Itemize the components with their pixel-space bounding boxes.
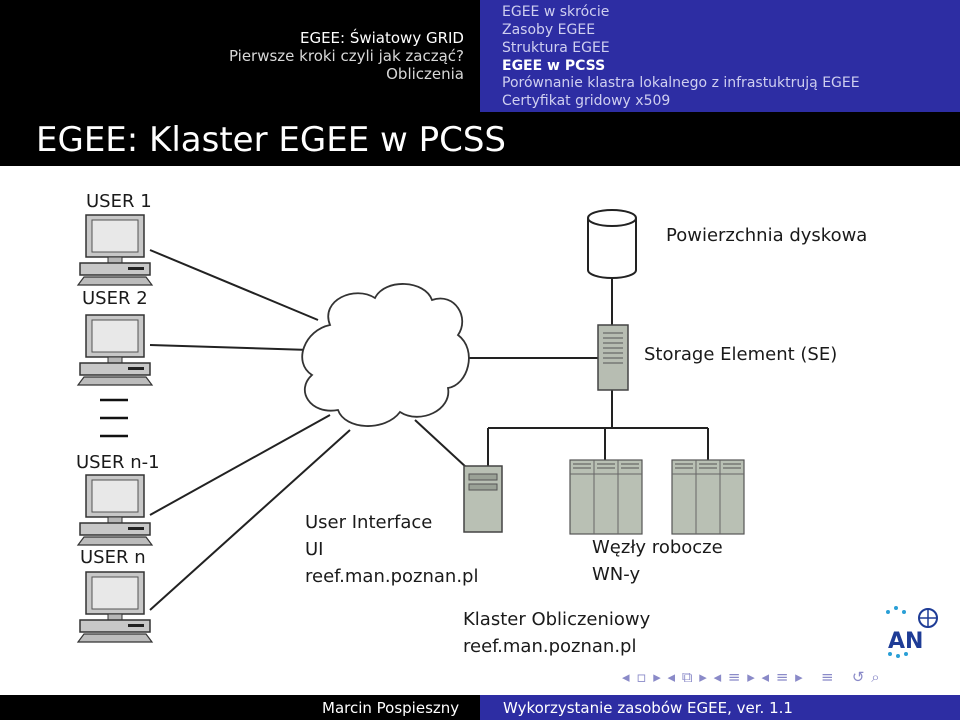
header-sections-panel: EGEE: Światowy GRID Pierwsze kroki czyli… (0, 0, 480, 112)
beamer-navigation-controls[interactable]: ◂ ▫ ▸ ◂ ⧉ ▸ ◂ ≡ ▸ ◂ ≡ ▸ ≡ ↺ ⌕ (622, 668, 881, 686)
nav-subsection-5[interactable]: Porównanie klastra lokalnego z infrastuk… (502, 75, 860, 91)
disk-storage-icon (587, 209, 637, 279)
user-links (149, 249, 709, 611)
worker-nodes-label-line-1: Węzły robocze (592, 537, 723, 558)
user-n-1-computer-icon (77, 474, 153, 546)
ui-label-line-1: User Interface (305, 512, 433, 533)
user-n-computer-icon (77, 571, 153, 643)
worker-nodes-rack-2-icon (671, 459, 745, 535)
worker-nodes-label-line-2: WN-y (592, 564, 641, 585)
nav-subsection-6[interactable]: Certyfikat gridowy x509 (502, 93, 671, 109)
user1-computer-icon (77, 214, 153, 286)
user-n-label: USER n (80, 547, 146, 568)
storage-element-server-icon (597, 324, 629, 391)
pcss-man-logo: AN (884, 604, 946, 660)
nav-subsection-3[interactable]: Struktura EGEE (502, 40, 610, 56)
footer-left (0, 695, 480, 720)
svg-text:AN: AN (888, 629, 923, 654)
footer-author: Marcin Pospieszny (322, 699, 460, 717)
cluster-label-line-1: Klaster Obliczeniowy (463, 609, 651, 630)
cluster-label-line-2: reef.man.poznan.pl (463, 636, 637, 657)
nav-subsection-1[interactable]: EGEE w skrócie (502, 4, 610, 20)
ui-label-line-3: reef.man.poznan.pl (305, 566, 479, 587)
header-subsections-panel: EGEE w skrócie Zasoby EGEE Struktura EGE… (480, 0, 960, 112)
user-n-1-label: USER n-1 (76, 452, 160, 473)
user2-computer-icon (77, 314, 153, 386)
ui-label-line-2: UI (305, 539, 324, 560)
nav-section-2[interactable]: Pierwsze kroki czyli jak zacząć? (228, 47, 464, 65)
slide-title: EGEE: Klaster EGEE w PCSS (36, 120, 507, 160)
footer-right (480, 695, 960, 720)
users-ellipsis (100, 398, 128, 438)
nav-subsection-4-active[interactable]: EGEE w PCSS (502, 58, 606, 74)
nav-subsection-2[interactable]: Zasoby EGEE (502, 22, 596, 38)
nav-section-3[interactable]: Obliczenia (386, 65, 464, 83)
disk-label: Powierzchnia dyskowa (666, 225, 868, 246)
worker-nodes-rack-1-icon (569, 459, 643, 535)
title-bar (0, 112, 960, 166)
user1-label: USER 1 (86, 191, 152, 212)
storage-element-label: Storage Element (SE) (644, 344, 838, 365)
nav-section-1[interactable]: EGEE: Światowy GRID (299, 29, 464, 47)
internet-cloud (301, 283, 470, 427)
user-interface-server-icon (463, 465, 503, 533)
footer-talk-title: Wykorzystanie zasobów EGEE, ver. 1.1 (503, 699, 793, 717)
user2-label: USER 2 (82, 288, 148, 309)
